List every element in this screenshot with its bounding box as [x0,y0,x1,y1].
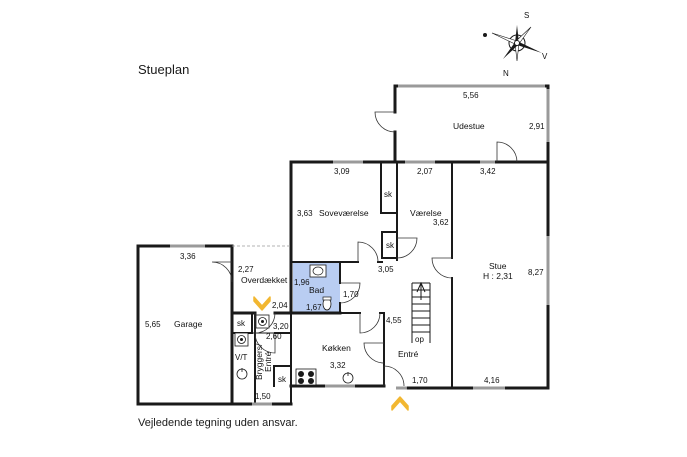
windows [170,84,550,406]
dim-sove-width: 3,09 [334,167,350,176]
dim-overd-width: 2,27 [238,265,254,274]
dim-bad-side: 1,70 [343,290,359,299]
room-label-overdaekket: Overdækket [241,275,288,285]
bathroom-fixtures [309,264,332,311]
dim-stue-height: 8,27 [528,268,544,277]
dim-overd-height: 2,04 [272,301,288,310]
plan-title: Stueplan [138,62,189,77]
stove-icon [295,368,317,386]
dim-garage-width: 3,36 [180,252,196,261]
room-label-bryggers-line1: Bryggers/ [254,343,264,380]
room-label-bryggers-line2: Entré [263,351,273,372]
compass-v-label: V [542,52,548,61]
dim-stue-top: 3,42 [480,167,496,176]
dim-stue-bottom: 4,16 [484,376,500,385]
closet-label-brygg-top: sk [237,319,246,328]
room-label-udestue: Udestue [453,121,485,131]
closet-label-sove: sk [384,190,393,199]
dim-koek-width: 3,32 [330,361,346,370]
room-label-stue-height: H : 2,31 [483,271,513,281]
dim-hall-width: 3,05 [378,265,394,274]
room-label-entre: Entré [398,349,419,359]
dim-udestue-height: 2,91 [529,122,545,131]
room-label-sovevaerelse: Soveværelse [319,208,369,218]
doors [211,111,518,387]
dim-bad-height: 1,96 [294,278,310,287]
dim-koek-top: 2,60 [266,332,282,341]
compass-icon [483,25,542,62]
garage-entrance-arrow-icon [253,296,271,311]
room-label-garage: Garage [174,319,203,329]
dim-vaer-width: 2,07 [417,167,433,176]
dim-entre-height: 4,55 [386,316,402,325]
compass-s-label: S [524,11,529,20]
dim-brygg-bottom: 1,50 [255,392,271,401]
washer-icon [234,332,249,347]
room-label-bad: Bad [309,285,324,295]
dim-vaer-height: 3,62 [433,218,449,227]
dim-sove-height: 3,63 [297,209,313,218]
main-entrance-arrow-icon [391,396,409,411]
kitchen-sink-icon [342,372,354,384]
boiler-icon [255,314,270,329]
utility-sink-icon [236,368,248,380]
interior-walls [231,161,453,405]
room-label-vaerelse: Værelse [410,208,442,218]
room-label-stue: Stue [489,261,507,271]
room-label-koekken: Køkken [322,343,351,353]
disclaimer: Vejledende tegning uden ansvar. [138,417,298,429]
dim-bad-width: 1,67 [306,303,322,312]
dim-entre-bottom: 1,70 [412,376,428,385]
dim-udestue-width: 5,56 [463,91,479,100]
dim-brygg-height: 3,20 [273,322,289,331]
closet-label-vaer: sk [386,241,395,250]
compass-n-label: N [503,69,509,78]
closet-label-koek: sk [278,375,287,384]
dim-garage-height: 5,65 [145,320,161,329]
washer-dryer-label: V/T [235,353,248,362]
stairs-label: op [415,335,424,344]
